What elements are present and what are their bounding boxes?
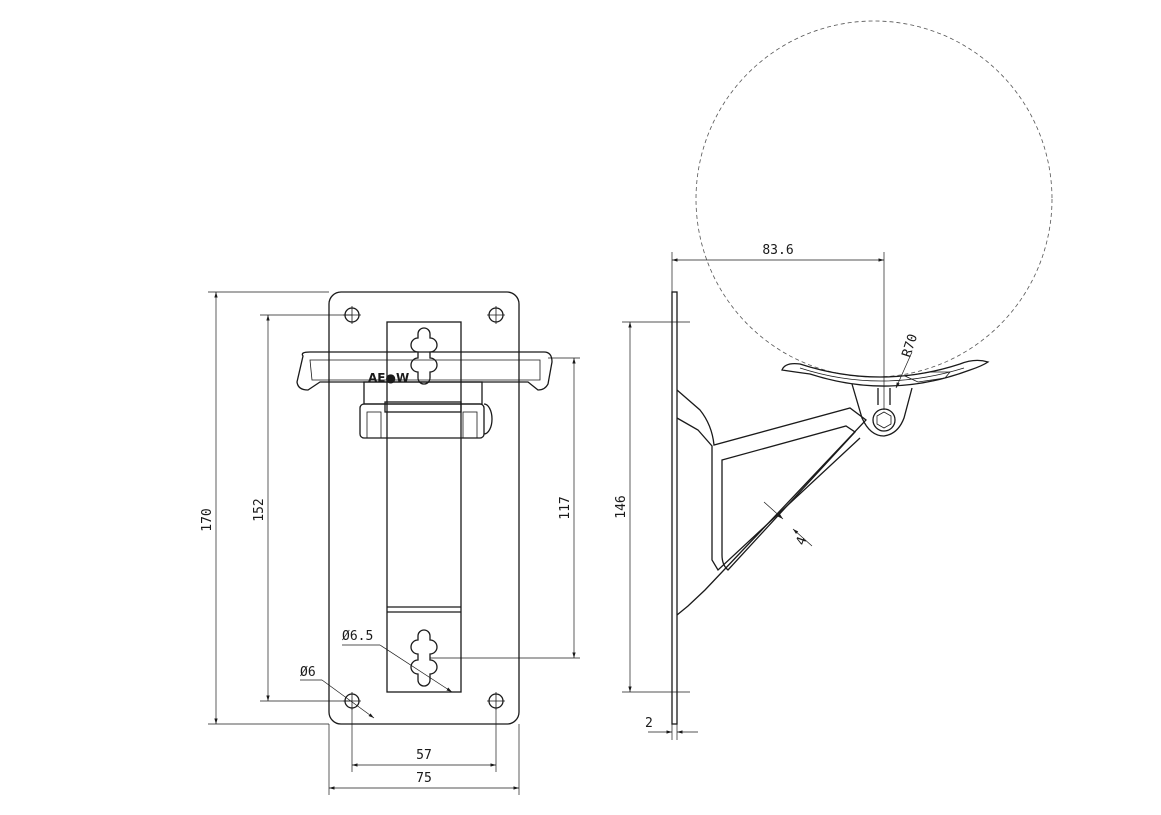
dim-hole-dia: Ø6 (300, 665, 316, 680)
dim-rib: 4 (794, 535, 811, 548)
dim-reach: 83.6 (762, 243, 793, 258)
reference-circle (695, 20, 1053, 378)
base-plate (328, 291, 520, 725)
dim-152: 152 (252, 498, 267, 521)
front-dimensions: 170 152 117 57 75 Ø6 Ø6.5 (200, 291, 580, 795)
svg-text:AE●W: AE●W (368, 371, 409, 385)
dim-thickness: 2 (645, 716, 653, 731)
dim-slot-dia: Ø6.5 (342, 629, 373, 644)
dim-117: 117 (558, 496, 573, 519)
hinge-body (363, 381, 483, 405)
dim-170: 170 (200, 508, 215, 531)
brand-logo: AE●W (368, 371, 409, 385)
front-view: AE●W (296, 291, 553, 725)
side-dimensions: 146 2 83.6 R70 4 (614, 243, 921, 740)
side-plate (671, 291, 678, 725)
dim-57: 57 (416, 748, 432, 763)
bracket-arm (676, 389, 867, 616)
clamp-head (851, 383, 913, 437)
dim-radius: R70 (900, 332, 922, 359)
keyhole-slot-top (410, 327, 438, 385)
center-strip (386, 321, 462, 693)
cradle-top (296, 351, 553, 391)
dim-75: 75 (416, 771, 432, 786)
dim-146: 146 (614, 495, 629, 518)
keyhole-slot-bottom (410, 629, 438, 687)
side-view (671, 20, 1053, 725)
side-cradle (781, 359, 990, 387)
